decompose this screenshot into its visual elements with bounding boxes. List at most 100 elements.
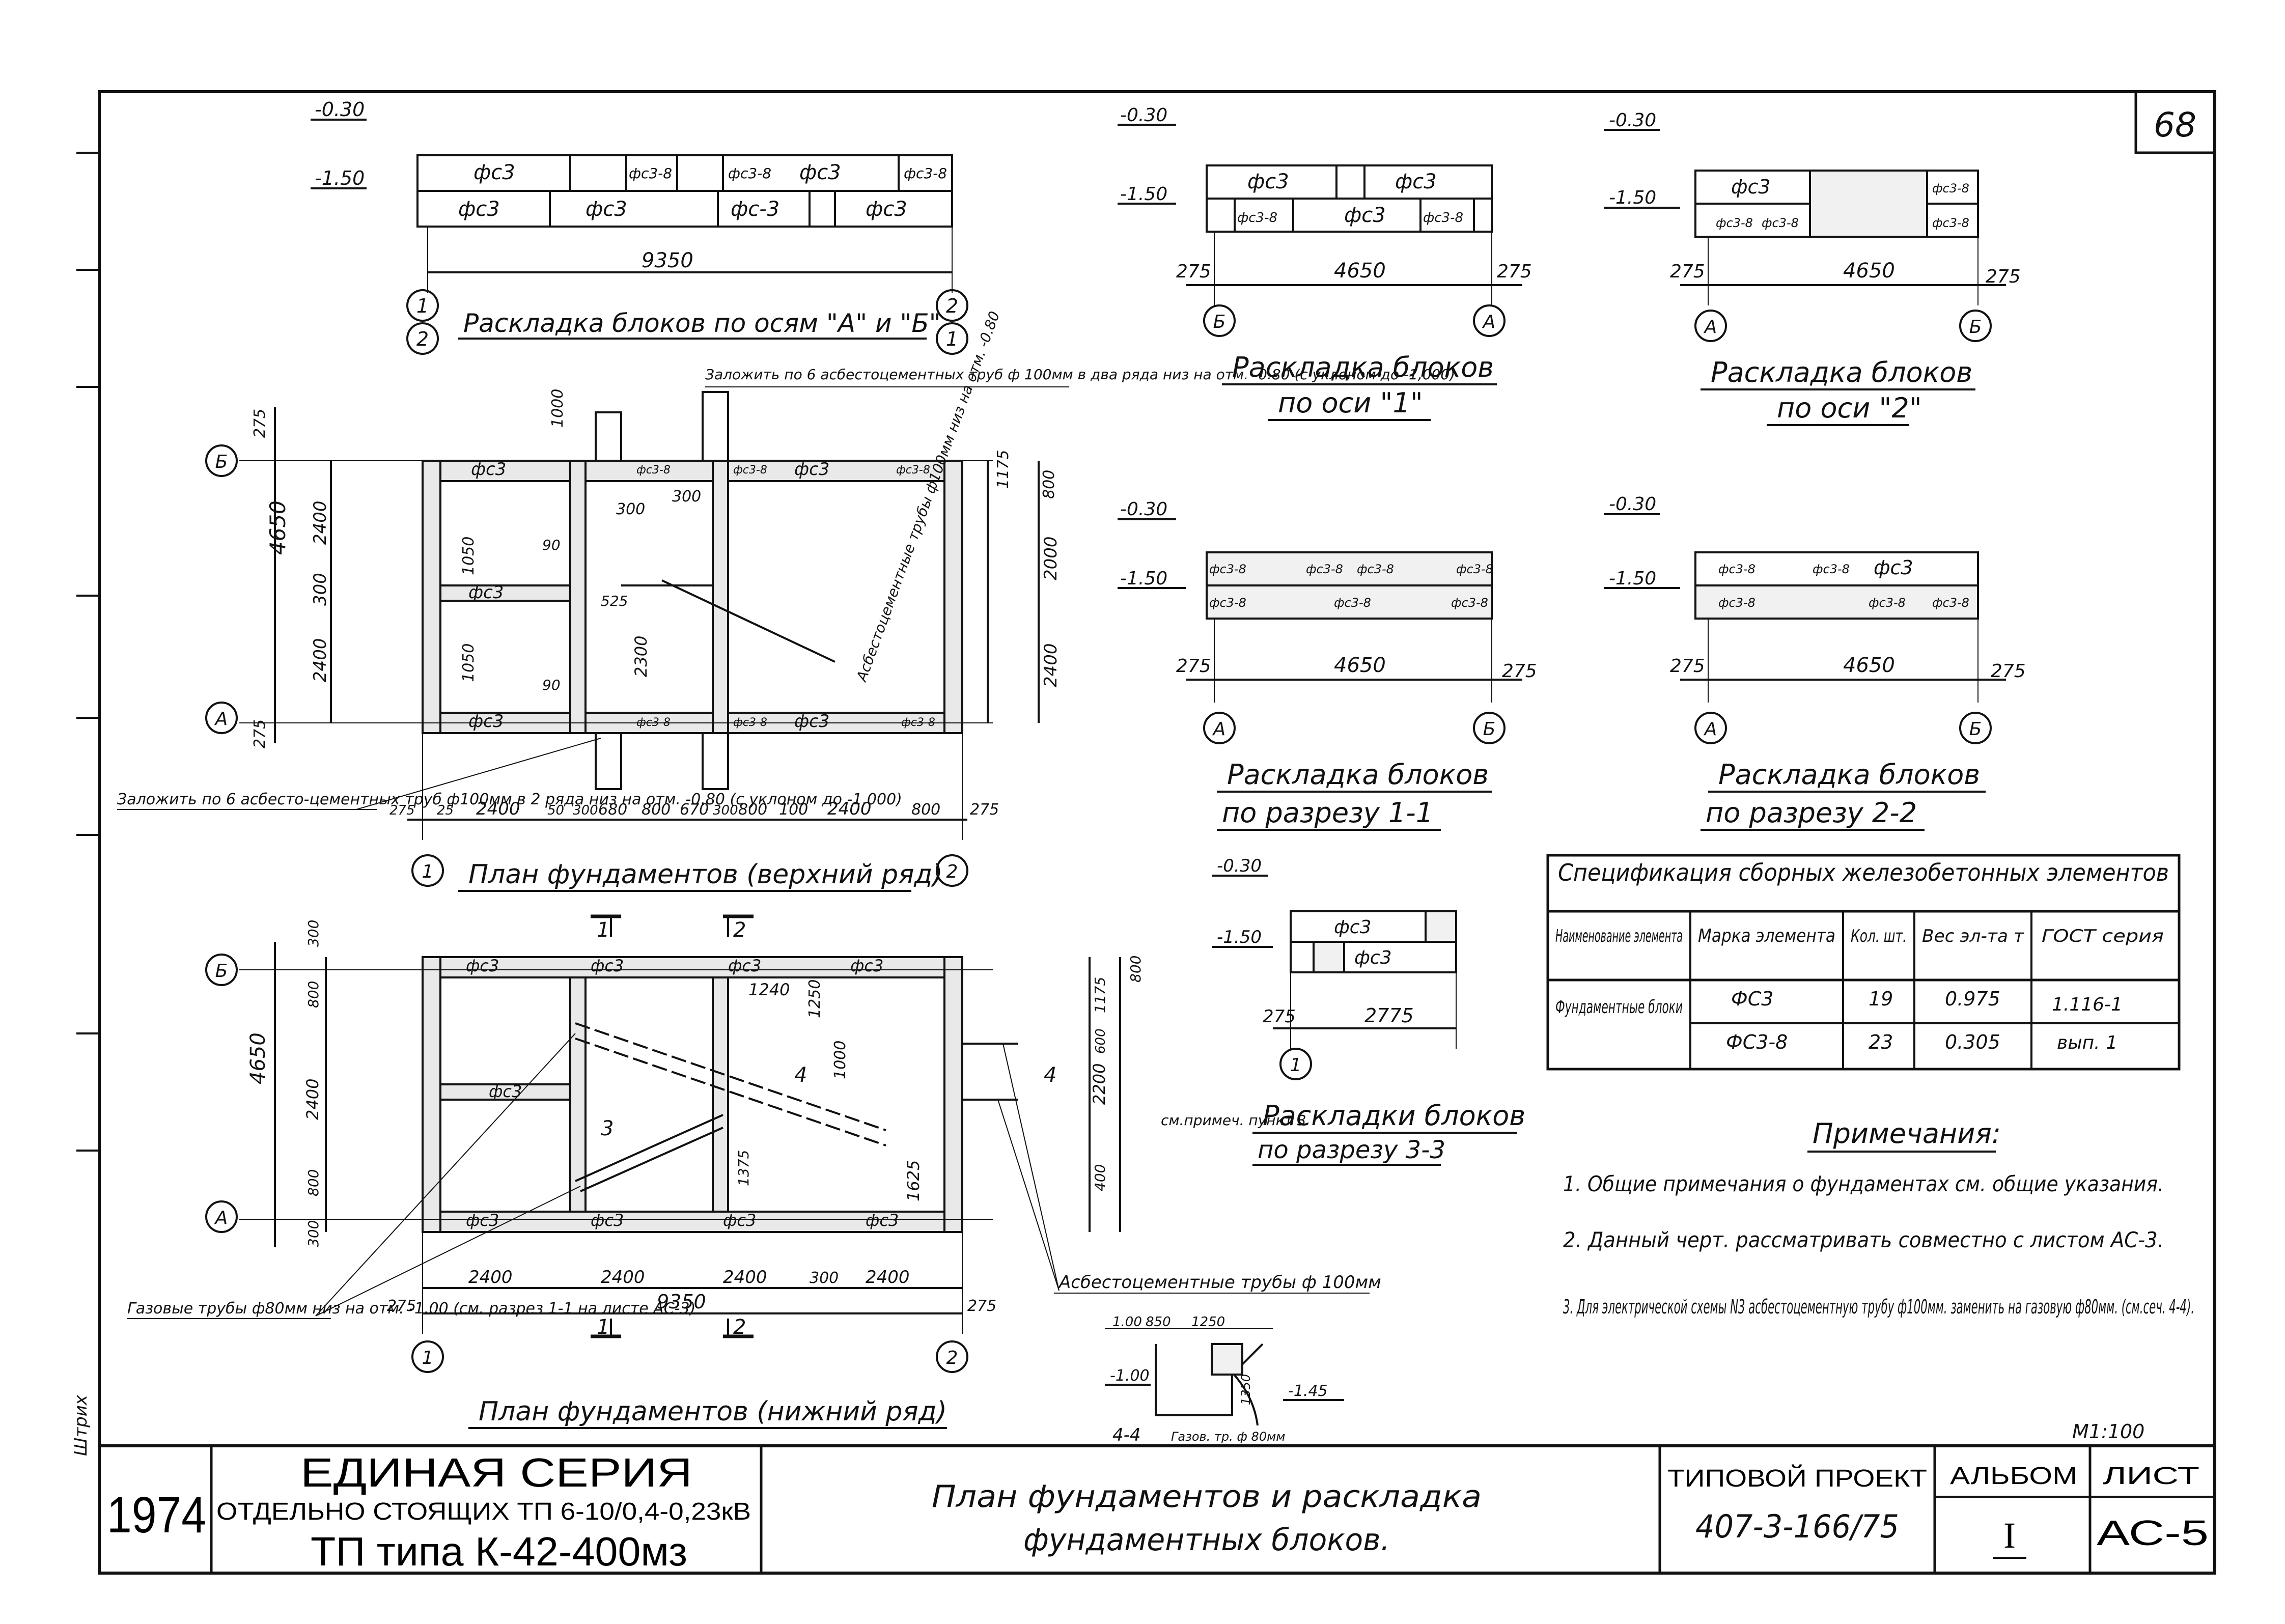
plan-foundations-lower: фс3 фс3 фс3 фс3 фс3 фс3 фс3 фс3 фс3 Б А … xyxy=(127,920,1381,1429)
dim-bottom: 670 xyxy=(680,801,709,819)
dim-bottom: 300 xyxy=(810,1269,839,1287)
block-label: фс3 xyxy=(1354,947,1391,968)
dim-vert: 275 xyxy=(251,719,269,748)
dim-vert: 400 xyxy=(1092,1164,1108,1191)
dim-side: 275 xyxy=(1670,261,1705,282)
block-label: фс3-8 xyxy=(1306,562,1343,576)
spec-cell: ФС3 xyxy=(1731,988,1773,1010)
spec-cell: 1.116-1 xyxy=(2052,994,2123,1015)
section-4-4: 1.00 850 1250 -1.00 1350 -1.45 4-4 Газов… xyxy=(1105,1314,1344,1447)
axis-marker: А xyxy=(1212,719,1226,740)
section-mark: 2 xyxy=(733,1315,746,1339)
title-s22-line1: Раскладка блоков xyxy=(1718,759,1980,791)
elev-150: -1.50 xyxy=(1609,187,1656,208)
side-stamp: Штрих xyxy=(71,1394,91,1456)
block-label: фс3-8 xyxy=(1718,562,1755,576)
block-label: фс3-8 xyxy=(636,464,671,477)
tb-project-label: ТИПОВОЙ ПРОЕКТ xyxy=(1667,1464,1927,1492)
spec-header: Наименование элемента xyxy=(1555,926,1683,946)
spec-cell: 19 xyxy=(1869,988,1893,1010)
note-upper-pipes: Асбестоцементные трубы ф100мм низ на отм… xyxy=(853,309,1003,684)
spec-header: Марка элемента xyxy=(1698,926,1835,946)
title-s33-line1: Раскладки блоков xyxy=(1263,1100,1525,1132)
tb-tp-type: ТП типа К-42-400мз xyxy=(311,1529,687,1574)
dim-vert: 2400 xyxy=(1041,643,1061,687)
spec-cell: 0.975 xyxy=(1945,988,2000,1010)
tb-series-title: ЕДИНАЯ СЕРИЯ xyxy=(300,1450,692,1495)
block-label: фс3 xyxy=(1395,170,1437,193)
dim-vert: 4650 xyxy=(246,1032,270,1084)
dim-vert: 1000 xyxy=(831,1041,849,1079)
tb-sheet-no: АС-5 xyxy=(2097,1513,2209,1553)
block-label: фс3 xyxy=(489,1082,522,1101)
note-upper-top: Заложить по 6 асбестоцементных труб ф 10… xyxy=(705,366,1455,383)
dim-bottom: 300 xyxy=(713,803,738,818)
tb-sheet-label: ЛИСТ xyxy=(2103,1463,2199,1490)
axis-marker: 1 xyxy=(946,328,958,350)
block-label: фс3 xyxy=(1247,170,1289,193)
axis-marker: 1 xyxy=(422,861,434,882)
dim-side: 275 xyxy=(1176,656,1211,677)
note-item: 1. Общие примечания о фундаментах см. об… xyxy=(1563,1171,2164,1196)
block-label: фс3 xyxy=(866,198,907,221)
title-s11-line2: по разрезу 1-1 xyxy=(1222,797,1433,829)
block-label: фс3 xyxy=(1344,204,1386,227)
dim-vert: 300 xyxy=(310,573,330,606)
dim-vert: 1175 xyxy=(1092,977,1108,1013)
dim: 90 xyxy=(542,537,561,553)
axis-marker: Б xyxy=(1969,317,1982,338)
dim-vert: 1050 xyxy=(460,643,478,682)
dim-vert: 300 xyxy=(305,1220,322,1247)
dim-vert: 1250 xyxy=(806,979,824,1018)
dim: 90 xyxy=(542,677,561,693)
dim-vert: 300 xyxy=(305,920,322,947)
dim-bottom: 275 xyxy=(389,803,415,818)
dim-bottom: 25 xyxy=(437,803,454,818)
dim-vert: 275 xyxy=(251,409,269,438)
axis-marker: 2 xyxy=(946,295,958,317)
dim-vert: 2000 xyxy=(1041,536,1061,580)
tb-album-no: I xyxy=(2003,1515,2016,1556)
dim-vert: 4650 xyxy=(265,500,290,555)
elev-150: -1.50 xyxy=(1609,568,1656,589)
spec-header: Кол. шт. xyxy=(1851,926,1907,946)
scale-label: М1:100 xyxy=(2072,1420,2144,1443)
axis-marker: 1 xyxy=(416,295,429,317)
block-label: фс3 xyxy=(473,161,515,184)
block-label: фс3-8 xyxy=(1716,216,1753,230)
title-s22-line2: по разрезу 2-2 xyxy=(1706,797,1917,829)
block-label: фс3 xyxy=(458,198,500,221)
axis-marker: 2 xyxy=(946,861,958,882)
elev-150: -1.50 xyxy=(1217,927,1262,947)
block-label: фс3-8 xyxy=(728,165,771,182)
dim-side: 275 xyxy=(1670,656,1705,677)
note-gas-pipes: Газовые трубы ф80мм низ на отм. -1.00 (с… xyxy=(127,1300,695,1318)
block-label: фс3-8 xyxy=(896,464,930,477)
spec-header: Вес эл-та т xyxy=(1922,926,2024,946)
layout-axis-2: -0.30 -1.50 фс3 фс3-8 фс3-8 фс3-8 фс3-8 … xyxy=(1604,110,2021,426)
axis-marker: 1 xyxy=(1290,1055,1302,1076)
spec-cell: Фундаментные блоки xyxy=(1555,997,1683,1018)
block-label: фс3 xyxy=(466,1211,499,1230)
note-item: 3. Для электрической схемы N3 асбестоцем… xyxy=(1563,1296,2194,1318)
spec-cell: 0.305 xyxy=(1945,1031,2000,1053)
spec-cell: вып. 1 xyxy=(2057,1032,2117,1053)
elev-150: -1.50 xyxy=(1120,184,1167,205)
sheet-number: 68 xyxy=(2154,105,2196,145)
axis-marker: Б xyxy=(1483,719,1496,740)
dim-side: 275 xyxy=(387,1297,416,1315)
dim-vert: 800 xyxy=(1127,956,1144,983)
dim-bottom: 50 xyxy=(547,803,564,818)
dim-vert: 1000 xyxy=(549,389,567,428)
dim-total: 9350 xyxy=(642,249,693,272)
layout-axes-ab: -0.30 -1.50 фс3 фс3-8 фс3-8 фс3 фс3-8 фс… xyxy=(311,98,968,355)
elev-145: -1.45 xyxy=(1288,1382,1328,1400)
axis-marker: 1 xyxy=(422,1348,434,1368)
dim-bottom: 800 xyxy=(911,801,940,819)
block-label: фс-3 xyxy=(731,198,779,221)
dim-vert: 2300 xyxy=(631,636,651,677)
dim-side: 275 xyxy=(967,1297,996,1315)
section-mark: 1 xyxy=(597,1315,609,1339)
dim-vert: 1625 xyxy=(904,1160,923,1201)
